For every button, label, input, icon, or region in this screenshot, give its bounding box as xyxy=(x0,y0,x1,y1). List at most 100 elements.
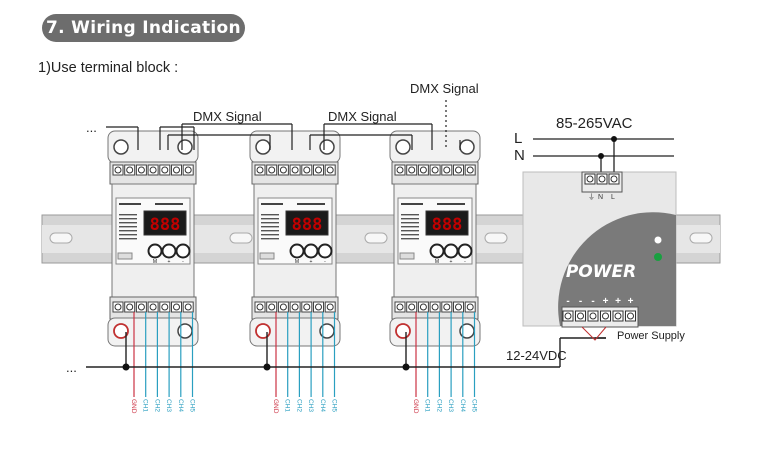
output-wire-label: CH5 xyxy=(189,399,196,412)
spec-text-line xyxy=(119,226,137,228)
output-wire-label: CH4 xyxy=(459,399,466,412)
screw-icon xyxy=(303,303,311,311)
junction-dot xyxy=(402,363,410,371)
spec-text-line xyxy=(401,226,419,228)
screw-icon xyxy=(466,303,474,311)
button-label: + xyxy=(310,259,313,265)
power-supply-label: Power Supply xyxy=(617,330,685,342)
button-label: - xyxy=(182,259,184,265)
screw-icon xyxy=(149,166,157,174)
spec-text-line xyxy=(261,222,279,224)
output-wire-label: CH4 xyxy=(177,399,184,412)
spec-text-line xyxy=(261,214,279,216)
screw-icon xyxy=(598,175,606,183)
screw-icon xyxy=(627,312,634,320)
screw-icon xyxy=(149,303,157,311)
mounting-hole-icon xyxy=(395,323,411,339)
screw-icon xyxy=(173,303,180,311)
screw-icon xyxy=(419,166,427,174)
mounting-hole-icon xyxy=(255,139,271,155)
screw-icon xyxy=(589,312,597,320)
polarity-label: + xyxy=(615,296,621,307)
button-label: + xyxy=(450,259,453,265)
mounting-hole-icon xyxy=(395,139,411,155)
output-wire-label: GND xyxy=(272,399,279,414)
control-button xyxy=(161,243,177,259)
mounting-hole-icon xyxy=(177,139,193,155)
screw-icon xyxy=(126,303,134,311)
spec-text-line xyxy=(401,234,419,236)
screw-icon xyxy=(431,166,439,174)
screw-icon xyxy=(455,303,462,311)
output-wire-label: CH4 xyxy=(319,399,326,412)
screw-icon xyxy=(173,166,180,174)
dmx-signal-label: DMX Signal xyxy=(193,109,262,124)
segment-display: 888 xyxy=(432,215,463,235)
screw-icon xyxy=(614,312,622,320)
spec-text-line xyxy=(261,234,279,236)
spec-text-line xyxy=(119,222,137,224)
control-button xyxy=(457,243,473,259)
spec-text-line xyxy=(401,238,419,240)
dc-output-bracket xyxy=(581,326,607,341)
control-button xyxy=(303,243,319,259)
screw-icon xyxy=(137,303,145,311)
junction-dot xyxy=(611,136,617,142)
output-wire-label: CH3 xyxy=(165,399,172,412)
status-led xyxy=(654,253,662,261)
button-label: M xyxy=(435,259,439,265)
line-l-label: L xyxy=(514,130,522,147)
spec-text-line xyxy=(119,238,137,240)
power-label: POWER xyxy=(566,262,636,282)
output-wire-label: CH5 xyxy=(471,399,478,412)
button-label: - xyxy=(324,259,326,265)
model-text-line xyxy=(401,203,423,205)
screw-icon xyxy=(114,166,122,174)
output-wire-label: CH3 xyxy=(307,399,314,412)
output-wire-label: CH2 xyxy=(435,399,442,412)
screw-icon xyxy=(431,303,439,311)
spec-text-line xyxy=(119,214,137,216)
screw-icon xyxy=(408,303,416,311)
ac-voltage-label: 85-265VAC xyxy=(556,115,633,132)
spec-text-line xyxy=(119,234,137,236)
terminal-l-label: L xyxy=(611,194,615,201)
screw-icon xyxy=(291,166,299,174)
mounting-hole-icon xyxy=(177,323,193,339)
model-text-line xyxy=(261,203,283,205)
mounting-hole-icon xyxy=(113,139,129,155)
screw-icon xyxy=(396,166,404,174)
output-wire-label: CH1 xyxy=(142,399,149,412)
control-button xyxy=(289,243,305,259)
polarity-label: + xyxy=(603,296,609,307)
mounting-hole-icon xyxy=(459,139,475,155)
screw-icon xyxy=(279,303,287,311)
junction-dot xyxy=(122,363,130,371)
dmx-signal-label: DMX Signal xyxy=(410,81,479,96)
spec-text-line xyxy=(261,230,279,232)
spec-text-line xyxy=(261,226,279,228)
output-wire-label: CH3 xyxy=(447,399,454,412)
dmx-signal-label: DMX Signal xyxy=(328,109,397,124)
mounting-hole-icon xyxy=(255,323,271,339)
screw-icon xyxy=(184,303,192,311)
output-wire-label: CH2 xyxy=(153,399,160,412)
model-text-line xyxy=(119,203,141,205)
dmx-input-ellipsis: ... xyxy=(86,120,97,135)
line-n-label: N xyxy=(514,147,525,164)
button-label: M xyxy=(153,259,157,265)
button-label: - xyxy=(464,259,466,265)
spec-text-line xyxy=(261,218,279,220)
screw-icon xyxy=(577,312,584,320)
screw-icon xyxy=(315,166,322,174)
mounting-hole-icon xyxy=(319,139,335,155)
decoder-bottom-ear xyxy=(107,317,199,347)
polarity-label: - xyxy=(566,296,569,307)
screw-icon xyxy=(455,166,462,174)
dc-bus-ellipsis: ... xyxy=(66,360,77,375)
control-button xyxy=(175,243,191,259)
screw-icon xyxy=(291,303,299,311)
screw-icon xyxy=(268,166,276,174)
